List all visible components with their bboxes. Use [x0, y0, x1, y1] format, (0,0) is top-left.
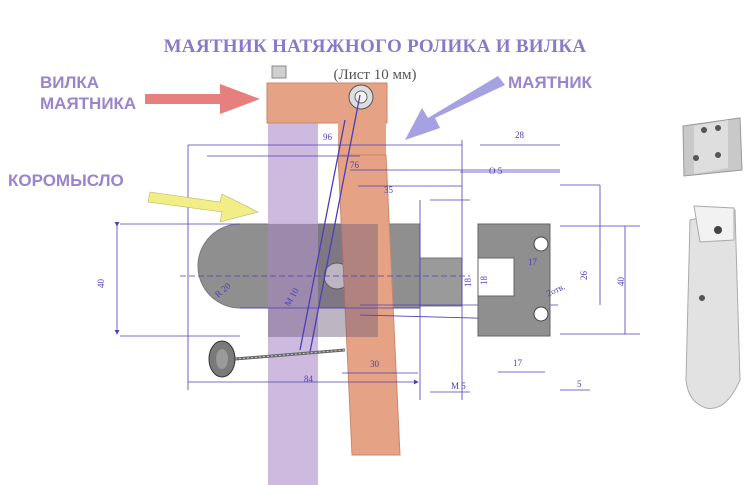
dim-35: 35: [384, 185, 393, 195]
dim-26: 26: [579, 271, 589, 280]
knob-screw-icon: [208, 340, 346, 378]
dim-18a: 18: [463, 278, 473, 287]
dim-84: 84: [304, 374, 313, 384]
diagram-subtitle: (Лист 10 мм): [333, 67, 417, 83]
dim-17a: 17: [528, 257, 537, 267]
dim-76: 76: [350, 160, 359, 170]
rendered-parts: [682, 117, 743, 409]
dim-40-left: 40: [96, 279, 106, 288]
callout-pendulum: МАЯТНИК: [508, 73, 592, 92]
dim-m5: М 5: [451, 381, 466, 391]
diagram-title: МАЯТНИК НАТЯЖНОГО РОЛИКА И ВИЛКА: [163, 36, 587, 57]
roller-icon: [348, 84, 374, 110]
dim-40-right: 40: [616, 277, 626, 286]
dim-5: 5: [577, 379, 582, 389]
dim-17b: 17: [513, 358, 522, 368]
dim-96: 96: [323, 132, 332, 142]
callout-fork: ВИЛКА МАЯТНИКА: [40, 72, 136, 114]
callout-fork-line1: ВИЛКА: [40, 73, 100, 92]
callout-rocker: КОРОМЫСЛО: [8, 171, 124, 190]
dim-18b: 18: [479, 276, 489, 285]
dim-o5: О 5: [489, 166, 503, 176]
callout-arrows: [145, 76, 505, 223]
callout-fork-line2: МАЯТНИКА: [40, 94, 137, 113]
bolt-icon: [271, 65, 287, 79]
dimension-lines: [114, 94, 640, 400]
dim-30: 30: [370, 359, 379, 369]
dim-28: 28: [515, 130, 524, 140]
fork-plate: [477, 223, 551, 337]
